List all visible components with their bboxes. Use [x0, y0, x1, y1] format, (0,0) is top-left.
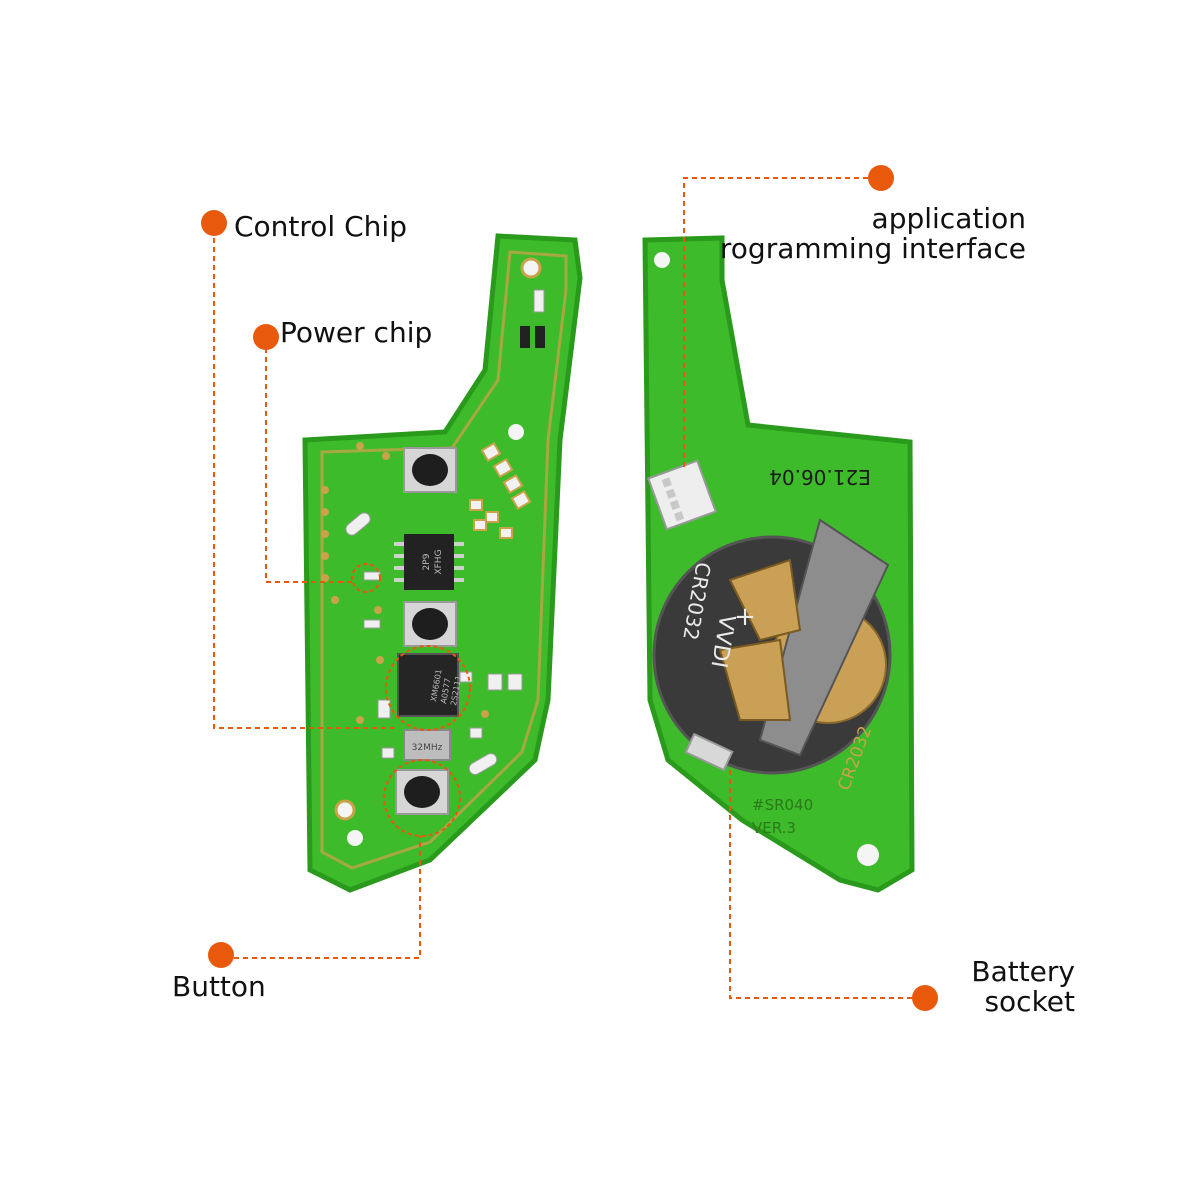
smd-component [520, 326, 530, 348]
label-api-line2: rogramming interface [719, 232, 1026, 265]
label-button: Button [172, 970, 266, 1003]
leader-battery [729, 770, 912, 999]
control-chip: XM6601 A0577 2S2111 [397, 653, 463, 717]
callout-dot-battery [912, 985, 938, 1011]
mount-hole [857, 844, 879, 866]
callout-dot-button [208, 942, 234, 968]
smd-component-group [345, 512, 523, 775]
leader-api [683, 177, 868, 470]
control-chip-marking-2: A0577 [439, 677, 452, 704]
power-chip: 2P9 XFHG [394, 534, 464, 590]
callout-dot-api [868, 165, 894, 191]
board-version: VER.3 [752, 819, 796, 837]
board-date-code: E21.06.04 [769, 465, 871, 489]
battery-polarity: + [734, 602, 756, 632]
pcb-back: E21.06.04 VVDI CR2032 + CR2032 #SR040 VE… [642, 235, 915, 893]
pcb-front: 2P9 XFHG XM6601 A0577 2S2111 32MHz [302, 233, 583, 893]
tactile-button [395, 769, 449, 815]
mount-hole [654, 252, 670, 268]
indicator-ring-control [385, 645, 471, 731]
indicator-ring-power [351, 563, 381, 593]
mount-hole [347, 830, 363, 846]
battery-holder: VVDI CR2032 + [652, 518, 892, 775]
pad-row [469, 441, 532, 539]
tactile-button [403, 447, 457, 493]
smd-component [533, 289, 545, 313]
mount-hole [520, 257, 542, 279]
programming-connector [647, 459, 717, 531]
mount-hole [334, 799, 356, 821]
leader-control-chip [213, 238, 394, 729]
power-chip-marking-2: XFHG [434, 549, 444, 574]
crystal-oscillator: 32MHz [403, 729, 451, 761]
label-control-chip: Control Chip [234, 210, 407, 243]
leader-lines [213, 177, 912, 999]
mount-hole [508, 424, 524, 440]
tactile-button [403, 601, 457, 647]
smd-component [535, 326, 545, 348]
label-battery-line1: Battery [971, 955, 1075, 988]
label-api-line1: application [871, 202, 1026, 235]
indicator-ring-button [383, 759, 461, 837]
via-group [321, 442, 489, 724]
leader-power-chip [265, 348, 352, 583]
callout-dots [201, 165, 938, 1011]
label-power-chip: Power chip [280, 316, 433, 349]
board-model: #SR040 [752, 796, 813, 814]
power-chip-marking-1: 2P9 [422, 553, 432, 570]
label-battery-line2: socket [984, 985, 1075, 1018]
callout-dot-control-chip [201, 210, 227, 236]
crystal-marking: 32MHz [412, 743, 443, 753]
callout-dot-power-chip [253, 324, 279, 350]
